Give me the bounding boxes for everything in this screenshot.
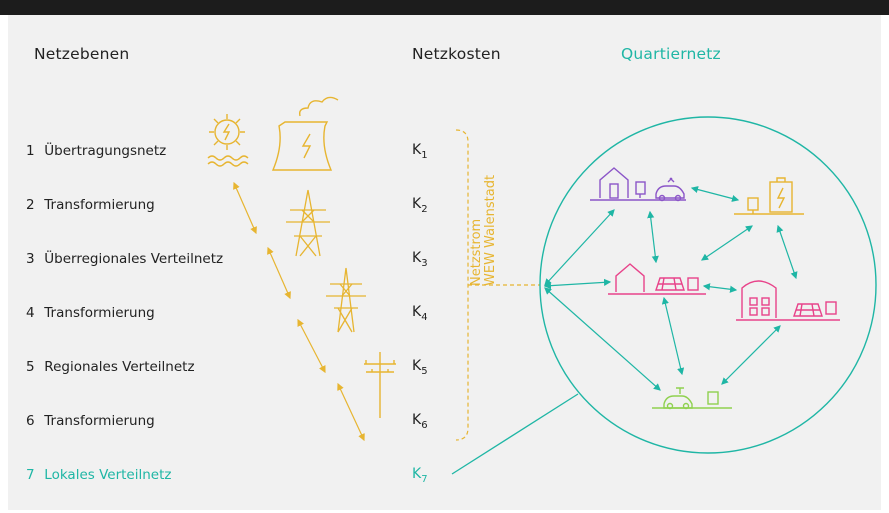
cost-base: K	[412, 412, 422, 428]
cost-subscript: 4	[421, 311, 428, 323]
level-1: 1 Übertragungsnetz	[26, 143, 166, 159]
header-quartiernetz: Quartiernetz	[621, 45, 721, 63]
level-number: 4	[26, 305, 35, 321]
level-number: 2	[26, 197, 35, 213]
house-solar-node	[608, 263, 706, 295]
level-number: 1	[26, 143, 35, 159]
level-number: 5	[26, 359, 35, 375]
level-number: 3	[26, 251, 35, 267]
level-number: 7	[26, 467, 35, 483]
cost-k7: K7	[412, 466, 428, 485]
cost-k6: K6	[412, 412, 428, 431]
cost-base: K	[412, 250, 422, 266]
level-2: 2 Transformierung	[26, 197, 155, 213]
network-arrows	[543, 186, 798, 391]
level-label: Regionales Verteilnetz	[44, 359, 195, 375]
level-label: Transformierung	[44, 305, 155, 321]
cost-k2: K2	[412, 196, 428, 215]
top-bar	[0, 0, 889, 15]
cost-subscript: 1	[421, 149, 428, 161]
pylon-icon	[286, 189, 330, 257]
car-meter-node	[652, 387, 732, 410]
level-label: Transformierung	[44, 413, 155, 429]
cost-base: K	[412, 196, 422, 212]
cost-k3: K3	[412, 250, 428, 269]
level-4: 4 Transformierung	[26, 305, 155, 321]
level-3: 3 Überregionales Verteilnetz	[26, 251, 223, 267]
cooling-tower-icon	[271, 96, 339, 171]
cost-base: K	[412, 358, 422, 374]
level-number: 6	[26, 413, 35, 429]
cost-k4: K4	[412, 304, 428, 323]
quartiernetz-circle	[539, 116, 877, 454]
pylon-icon	[326, 267, 366, 333]
cost-k5: K5	[412, 358, 428, 377]
house-car-node	[590, 167, 686, 202]
cost-bracket	[455, 129, 540, 441]
cost-subscript: 6	[421, 419, 428, 431]
battery-node	[734, 177, 804, 215]
header-netzkosten: Netzkosten	[412, 45, 501, 63]
level-5: 5 Regionales Verteilnetz	[26, 359, 195, 375]
cost-base: K	[412, 304, 422, 320]
cost-k1: K1	[412, 142, 428, 161]
cost-subscript: 5	[421, 365, 428, 377]
level-arrows	[233, 181, 365, 442]
level-6: 6 Transformierung	[26, 413, 155, 429]
level-label: Überregionales Verteilnetz	[44, 251, 224, 267]
cost-base: K	[412, 466, 422, 482]
k7-connector	[451, 393, 579, 475]
level-label: Lokales Verteilnetz	[44, 467, 172, 483]
level-7: 7 Lokales Verteilnetz	[26, 467, 171, 483]
level-label: Übertragungsnetz	[44, 143, 167, 159]
diagram-panel	[8, 15, 881, 510]
apartment-node	[736, 280, 840, 321]
power-plant-icon	[207, 114, 249, 167]
cost-subscript: 2	[421, 203, 428, 215]
header-netzebenen: Netzebenen	[34, 45, 130, 63]
cost-base: K	[412, 142, 422, 158]
utility-pole-icon	[364, 352, 396, 418]
cost-subscript: 7	[421, 473, 428, 485]
cost-subscript: 3	[421, 257, 428, 269]
level-label: Transformierung	[44, 197, 155, 213]
